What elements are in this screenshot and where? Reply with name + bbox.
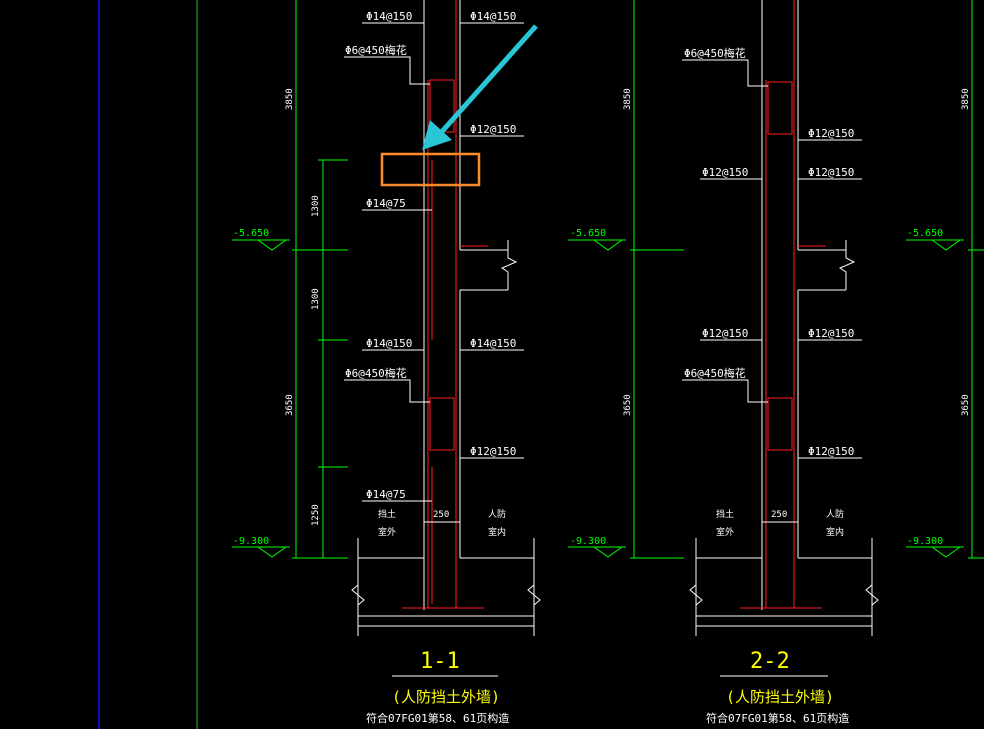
label-add-upper: Φ14@75 xyxy=(366,197,406,210)
level-triangle xyxy=(257,239,287,251)
wall-thickness-label: 250 xyxy=(433,510,449,520)
level-triangle xyxy=(593,546,623,558)
label-left-upper: Φ12@150 xyxy=(702,166,748,179)
dim-text-lower: 3650 xyxy=(961,394,971,416)
label-add-lower: Φ14@75 xyxy=(366,488,406,501)
label-top-left: Φ14@150 xyxy=(366,10,412,23)
section-note: 符合07FG01第58、61页构造 xyxy=(366,711,509,725)
section-subtitle: (人防挡土外墙) xyxy=(726,688,834,706)
side-label-left: 挡土室外 xyxy=(716,508,734,538)
level-triangle xyxy=(593,239,623,251)
section-3-partial: -5.650 -9.300 3850 3650 xyxy=(906,0,984,559)
section-1-1: -5.650 -9.300 3850 1300 1300 3650 1250 xyxy=(232,0,541,725)
footing-break xyxy=(865,584,879,606)
label-mid-right: Φ12@150 xyxy=(808,327,854,340)
label-right-upper: Φ12@150 xyxy=(470,123,516,136)
dim-text-lower: 3650 xyxy=(623,394,633,416)
section-note: 符合07FG01第58、61页构造 xyxy=(706,711,849,725)
leader xyxy=(344,379,430,403)
dim-text-lower: 3650 xyxy=(285,394,295,416)
section-title: 2-2 xyxy=(750,649,790,674)
dim-text-upper: 3850 xyxy=(961,88,971,110)
level-triangle xyxy=(931,239,961,251)
side-label-left: 挡土室外 xyxy=(378,508,396,538)
dim-text-add-upper-b: 1300 xyxy=(311,288,321,310)
level-upper: -5.650 xyxy=(907,228,943,239)
section-2-2: -5.650 -9.300 3850 3650 250 挡土室外 人防室内 Φ6… xyxy=(568,0,879,725)
level-lower: -9.300 xyxy=(233,536,269,547)
level-lower: -9.300 xyxy=(570,536,606,547)
label-top-right: Φ14@150 xyxy=(470,10,516,23)
label-right-upper-1: Φ12@150 xyxy=(808,127,854,140)
wall-thickness-label: 250 xyxy=(771,510,787,520)
label-mid-right: Φ14@150 xyxy=(470,337,516,350)
break-line xyxy=(838,240,856,290)
tie-bar-lower xyxy=(767,397,793,451)
tie-bar-lower xyxy=(429,397,455,451)
label-right-lower: Φ12@150 xyxy=(470,445,516,458)
label-right-lower: Φ12@150 xyxy=(808,445,854,458)
level-triangle xyxy=(257,546,287,558)
leader xyxy=(682,59,768,87)
level-upper: -5.650 xyxy=(233,228,269,239)
break-line xyxy=(500,240,518,290)
tie-bar-upper xyxy=(767,81,793,135)
side-label-right: 人防室内 xyxy=(488,508,506,538)
side-label-right: 人防室内 xyxy=(826,508,844,538)
dim-text-upper: 3850 xyxy=(285,88,295,110)
footing-break xyxy=(351,584,365,606)
label-mid-left: Φ12@150 xyxy=(702,327,748,340)
footing-break xyxy=(527,584,541,606)
label-tie-top: Φ6@450梅花 xyxy=(345,43,407,57)
section-subtitle: (人防挡土外墙) xyxy=(392,688,500,706)
label-tie-top: Φ6@450梅花 xyxy=(684,46,746,60)
leader xyxy=(344,56,430,85)
level-lower: -9.300 xyxy=(907,536,943,547)
dim-text-add-upper-a: 1300 xyxy=(311,195,321,217)
highlight-box xyxy=(380,152,481,187)
leader xyxy=(682,379,768,403)
level-triangle xyxy=(931,546,961,558)
pointer-arrow-icon xyxy=(422,24,538,150)
label-tie-bottom: Φ6@450梅花 xyxy=(345,366,407,380)
footing-break xyxy=(689,584,703,606)
label-tie-bottom: Φ6@450梅花 xyxy=(684,366,746,380)
section-title: 1-1 xyxy=(420,649,460,674)
level-upper: -5.650 xyxy=(570,228,606,239)
dim-text-add-lower: 1250 xyxy=(311,504,321,526)
label-right-upper-2: Φ12@150 xyxy=(808,166,854,179)
label-mid-left: Φ14@150 xyxy=(366,337,412,350)
dim-text-upper: 3850 xyxy=(623,88,633,110)
